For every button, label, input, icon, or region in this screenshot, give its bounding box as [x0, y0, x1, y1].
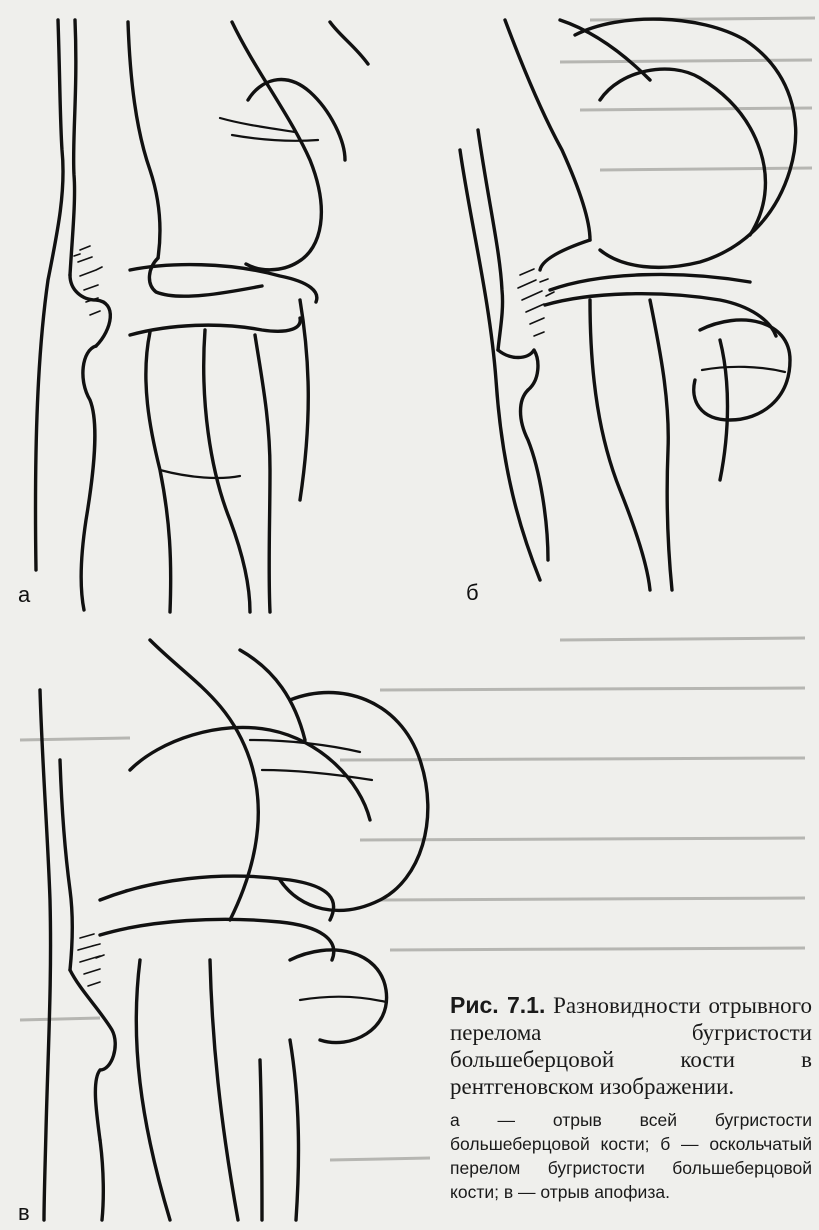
drawing-a	[36, 20, 369, 612]
drawing-b	[460, 19, 796, 590]
panel-label-c: в	[18, 1200, 30, 1226]
figure-caption: Рис. 7.1. Разновидности отрывного перело…	[450, 992, 812, 1100]
panel-label-a: а	[18, 582, 30, 608]
drawing-c	[40, 640, 428, 1220]
figure-legend: а — отрыв всей бугристости большеберцово…	[450, 1108, 812, 1204]
figure-number: Рис. 7.1.	[450, 992, 545, 1018]
panel-label-b: б	[466, 580, 479, 606]
